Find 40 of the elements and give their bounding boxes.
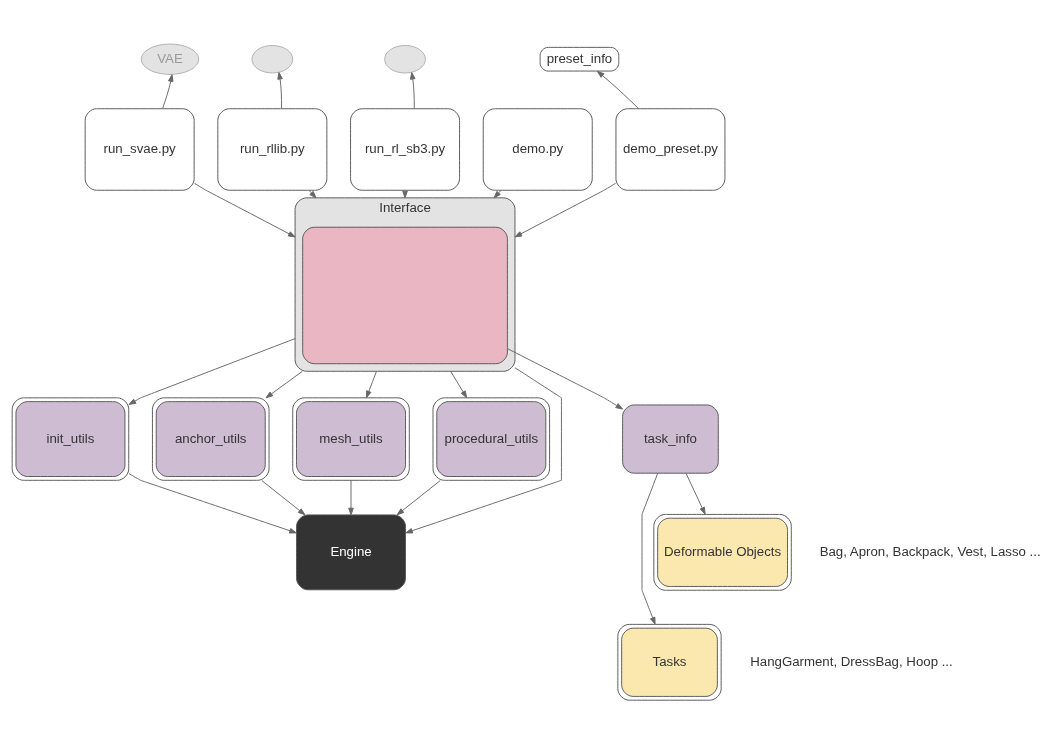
node-box: Engine — [296, 514, 406, 591]
node-box: run_rllib.py — [217, 108, 328, 191]
arrow — [277, 71, 283, 109]
arrow — [450, 370, 468, 399]
node-box: procedural_utils — [432, 397, 551, 481]
node-box: demo.py — [482, 108, 593, 191]
arrow — [410, 71, 416, 109]
node-box: preset_info — [539, 46, 620, 72]
arrow — [128, 338, 296, 405]
arrow — [308, 190, 317, 199]
arrow — [348, 480, 354, 516]
cluster: Interface — [294, 197, 516, 372]
arrow — [596, 70, 640, 110]
node-box: anchor_utils — [151, 397, 270, 481]
arrow — [685, 472, 706, 515]
node-label: HangGarment, DressBag, Hoop ... — [750, 653, 953, 669]
node-circle — [251, 45, 294, 74]
node-ellipse: VAE — [140, 43, 200, 75]
node-box: mesh_utils — [292, 397, 410, 481]
node-box — [302, 226, 508, 365]
arrow — [261, 480, 306, 516]
arrow — [405, 367, 562, 534]
node-box: Deformable Objects — [653, 513, 792, 591]
node-box: run_svae.py — [84, 108, 195, 191]
arrow — [193, 182, 296, 238]
arrow — [514, 182, 617, 238]
node-box: task_info — [622, 404, 719, 474]
arrow — [128, 473, 297, 534]
arrow — [641, 472, 659, 625]
node-box: Tasks — [617, 623, 722, 701]
arrow — [162, 74, 174, 109]
arrow — [365, 370, 377, 399]
node-circle — [384, 45, 426, 74]
node-box: init_utils — [11, 397, 130, 481]
arrow — [493, 190, 502, 199]
arrow — [265, 370, 303, 399]
node-label: Bag, Apron, Backpack, Vest, Lasso ... — [819, 543, 1041, 559]
arrow — [396, 480, 441, 516]
arrow — [507, 348, 624, 410]
node-box: demo_preset.py — [615, 108, 726, 191]
